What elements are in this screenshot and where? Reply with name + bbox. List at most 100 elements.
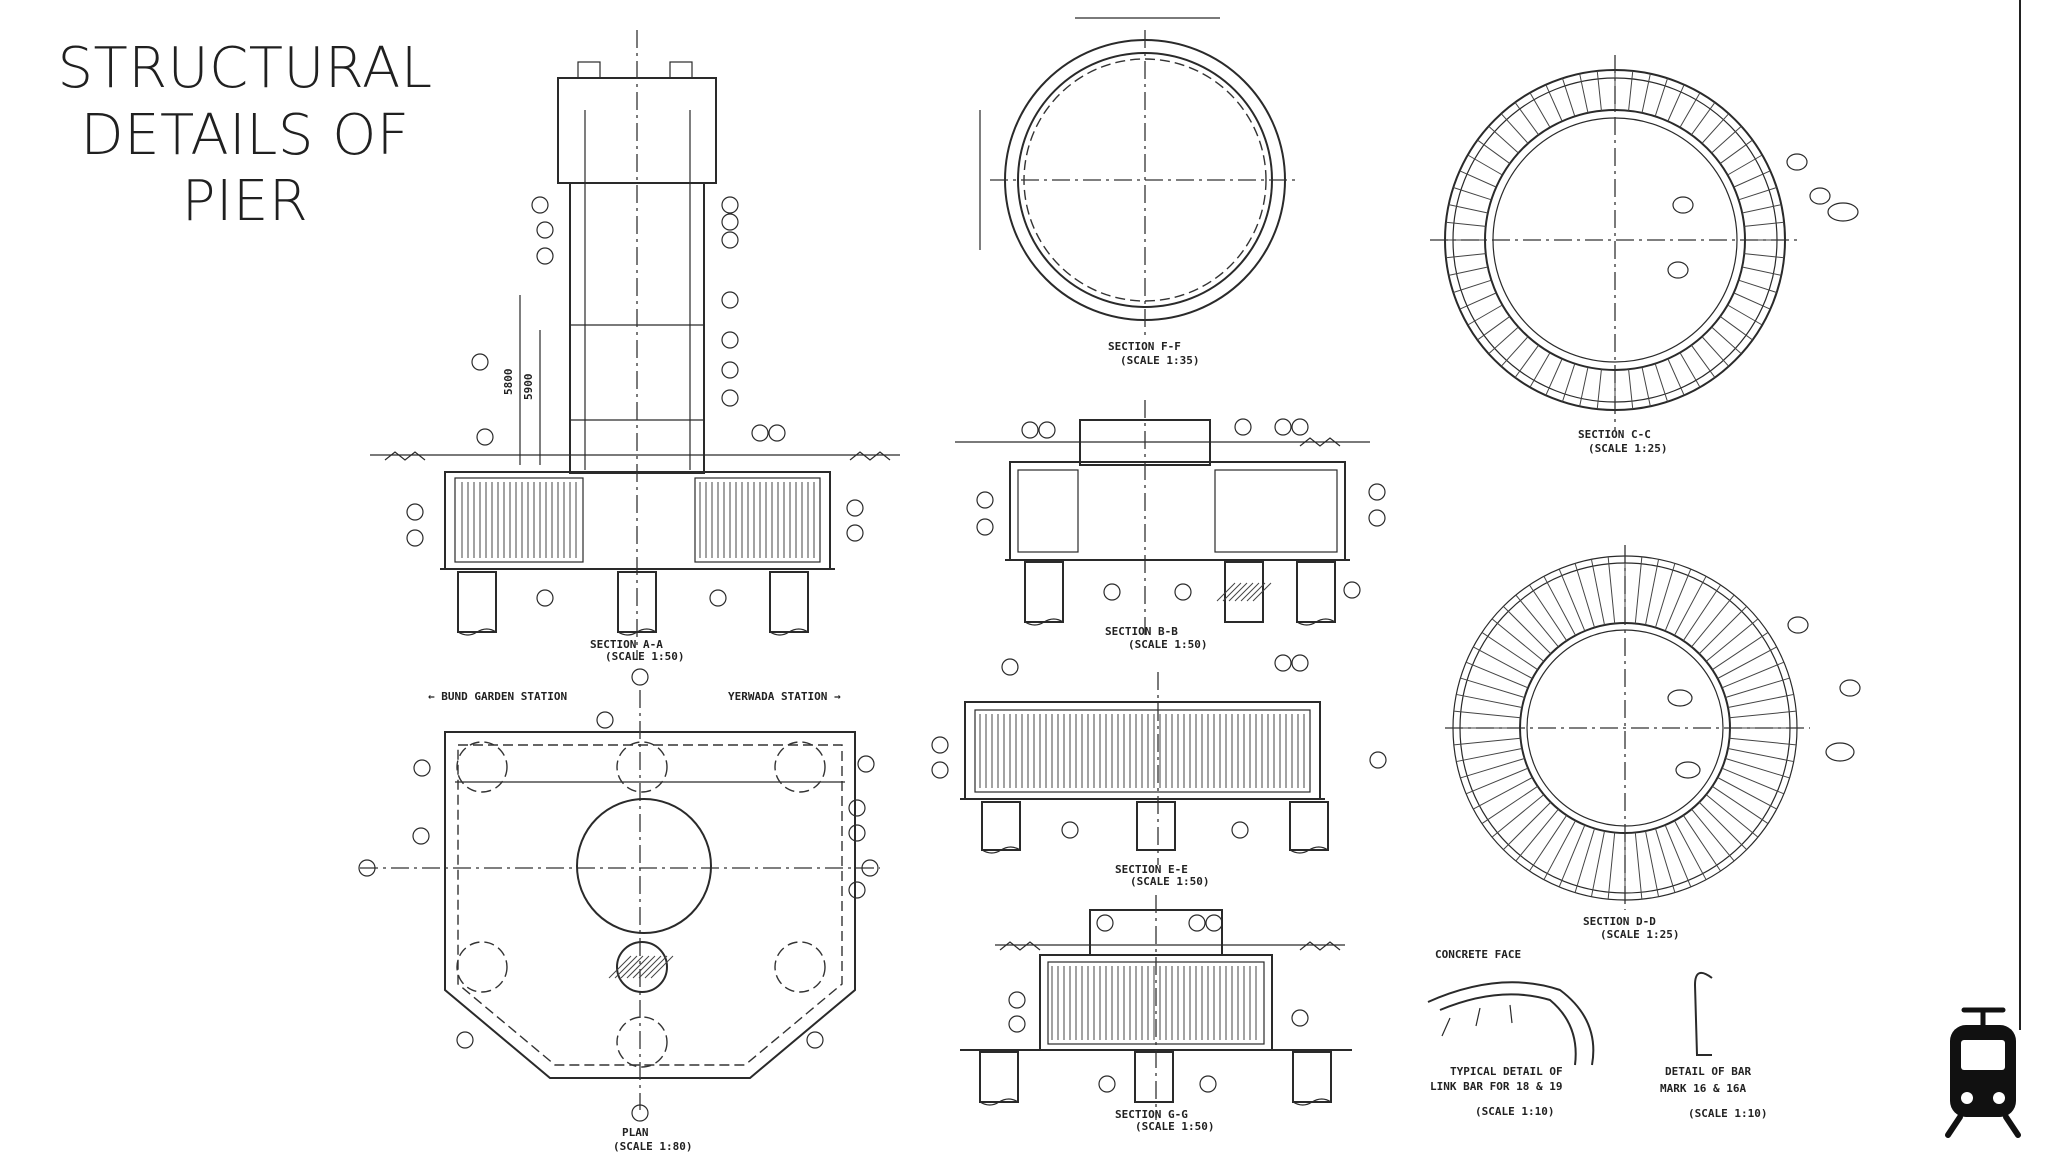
link-bar-line bbox=[1691, 594, 1735, 648]
link-bar-line bbox=[1711, 326, 1742, 355]
link-bar-line bbox=[1543, 820, 1576, 880]
link-bar-line bbox=[1459, 170, 1497, 188]
link-bar-line bbox=[1607, 556, 1616, 624]
section-b-b-scale: (SCALE 1:50) bbox=[1128, 638, 1207, 651]
station-left-label: ← BUND GARDEN STATION bbox=[428, 690, 567, 703]
link-bar-line bbox=[1711, 125, 1742, 154]
link-bar-line bbox=[1634, 556, 1643, 624]
link-bar-line bbox=[1727, 304, 1763, 326]
link-bar-line bbox=[1453, 279, 1492, 294]
tram-icon bbox=[1945, 1007, 2021, 1138]
section-c-c-scale: (SCALE 1:25) bbox=[1588, 442, 1667, 455]
link-bar-line bbox=[1445, 221, 1486, 227]
section-hatch-line bbox=[1234, 582, 1254, 602]
link-bar-line bbox=[1654, 78, 1669, 117]
section-b-b-label: SECTION B-B bbox=[1105, 625, 1178, 638]
link-bar-line bbox=[1725, 677, 1790, 698]
plan-drawing: ← BUND GARDEN STATION YERWADA STATION → … bbox=[358, 668, 880, 1152]
section-g-g-scale: (SCALE 1:50) bbox=[1135, 1120, 1214, 1133]
section-f-f-label: SECTION F-F bbox=[1108, 340, 1181, 353]
section-d-d-scale: (SCALE 1:25) bbox=[1600, 928, 1679, 941]
right-border-line bbox=[2019, 0, 2021, 1030]
link-bar-line bbox=[1529, 584, 1568, 641]
link-bar-line bbox=[1607, 832, 1616, 900]
link-bar-line bbox=[1664, 824, 1692, 888]
link-bar-line bbox=[1628, 369, 1634, 410]
link-bar-line bbox=[1733, 292, 1771, 310]
dim-5800: 5800 bbox=[502, 369, 515, 396]
link-bar-line bbox=[1698, 606, 1747, 655]
link-detail-title-1: TYPICAL DETAIL OF bbox=[1450, 1065, 1563, 1078]
section-d-d-label: SECTION D-D bbox=[1583, 915, 1656, 928]
section-e-e-label: SECTION E-E bbox=[1115, 863, 1188, 876]
title-line-3: PIER bbox=[181, 169, 309, 235]
link-bar-line bbox=[1467, 304, 1503, 326]
page-title: STRUCTURAL DETAILS OF PIER bbox=[40, 36, 450, 236]
link-bar-line bbox=[1473, 777, 1533, 810]
link-bar-line bbox=[1596, 70, 1602, 111]
link-bar-line bbox=[1579, 73, 1589, 113]
link-bar-line bbox=[1477, 316, 1511, 341]
link-bar-line bbox=[1445, 253, 1486, 259]
section-hatch-line bbox=[626, 955, 650, 979]
link-bar-line bbox=[1742, 266, 1782, 276]
section-g-g-label: SECTION G-G bbox=[1115, 1108, 1188, 1121]
link-bar-line bbox=[1667, 358, 1685, 396]
link-bar-line bbox=[1742, 204, 1782, 214]
section-hatch-line bbox=[1222, 582, 1242, 602]
link-bar-line bbox=[1727, 747, 1794, 763]
section-c-c-label: SECTION C-C bbox=[1578, 428, 1651, 441]
link-bar-line bbox=[1545, 84, 1563, 122]
link-bar-line bbox=[1448, 266, 1488, 276]
link-bar-line bbox=[1561, 363, 1576, 402]
link-bar-line bbox=[1682, 815, 1721, 872]
link-bar-line bbox=[1641, 367, 1651, 407]
link-bar-line bbox=[1712, 785, 1769, 824]
link-bar-line bbox=[1529, 92, 1551, 128]
link-bar-line bbox=[1655, 563, 1676, 628]
link-bar-line bbox=[1590, 830, 1606, 897]
link-bar-line bbox=[1679, 352, 1701, 388]
link-bar-line bbox=[1558, 568, 1586, 632]
link-bar-line bbox=[1543, 576, 1576, 636]
bar-detail-title-2: MARK 16 & 16A bbox=[1660, 1082, 1746, 1095]
link-bar-line bbox=[1503, 606, 1552, 655]
link-bar-line bbox=[1529, 815, 1568, 872]
link-bar-line bbox=[1727, 693, 1794, 709]
link-bar-line bbox=[1477, 139, 1511, 164]
link-bar-line bbox=[1596, 369, 1602, 410]
section-hatch-line bbox=[620, 955, 644, 979]
link-bar-line bbox=[1514, 344, 1539, 378]
link-bar-line bbox=[1729, 710, 1797, 719]
link-bar-line bbox=[1644, 559, 1660, 626]
link-bar-line bbox=[1705, 794, 1759, 838]
section-a-a-drawing: 5800 5900 SECTION A-A (SCALE 1:50) bbox=[370, 30, 900, 663]
link-bar-line bbox=[1654, 363, 1669, 402]
link-bar-line bbox=[1719, 316, 1753, 341]
link-bar-line bbox=[1465, 767, 1529, 795]
link-bar-line bbox=[1558, 824, 1586, 888]
link-bar-line bbox=[1738, 279, 1777, 294]
link-bar-line bbox=[1733, 170, 1771, 188]
link-bar-line bbox=[1674, 576, 1707, 636]
link-bar-line bbox=[1628, 70, 1634, 111]
link-bar-line bbox=[1691, 808, 1735, 862]
section-hatch-line bbox=[1240, 582, 1260, 602]
link-bar-line bbox=[1473, 646, 1533, 679]
link-bar-line bbox=[1491, 618, 1545, 662]
link-bar-line bbox=[1667, 84, 1685, 122]
section-hatch-line bbox=[1246, 582, 1266, 602]
link-bar-line bbox=[1729, 737, 1797, 746]
title-line-2: DETAILS OF bbox=[80, 102, 410, 168]
section-hatch-line bbox=[1252, 582, 1272, 602]
link-bar-line bbox=[1456, 693, 1523, 709]
link-bar-line bbox=[1679, 92, 1701, 128]
link-bar-line bbox=[1459, 292, 1497, 310]
section-hatch-line bbox=[638, 955, 662, 979]
section-hatch-line bbox=[1216, 582, 1236, 602]
link-bar-line bbox=[1725, 758, 1790, 779]
section-e-e-drawing: SECTION E-E (SCALE 1:50) bbox=[931, 654, 1387, 888]
link-bar-line bbox=[1674, 820, 1707, 880]
section-a-a-scale: (SCALE 1:50) bbox=[605, 650, 684, 663]
link-bar-line bbox=[1467, 154, 1503, 176]
